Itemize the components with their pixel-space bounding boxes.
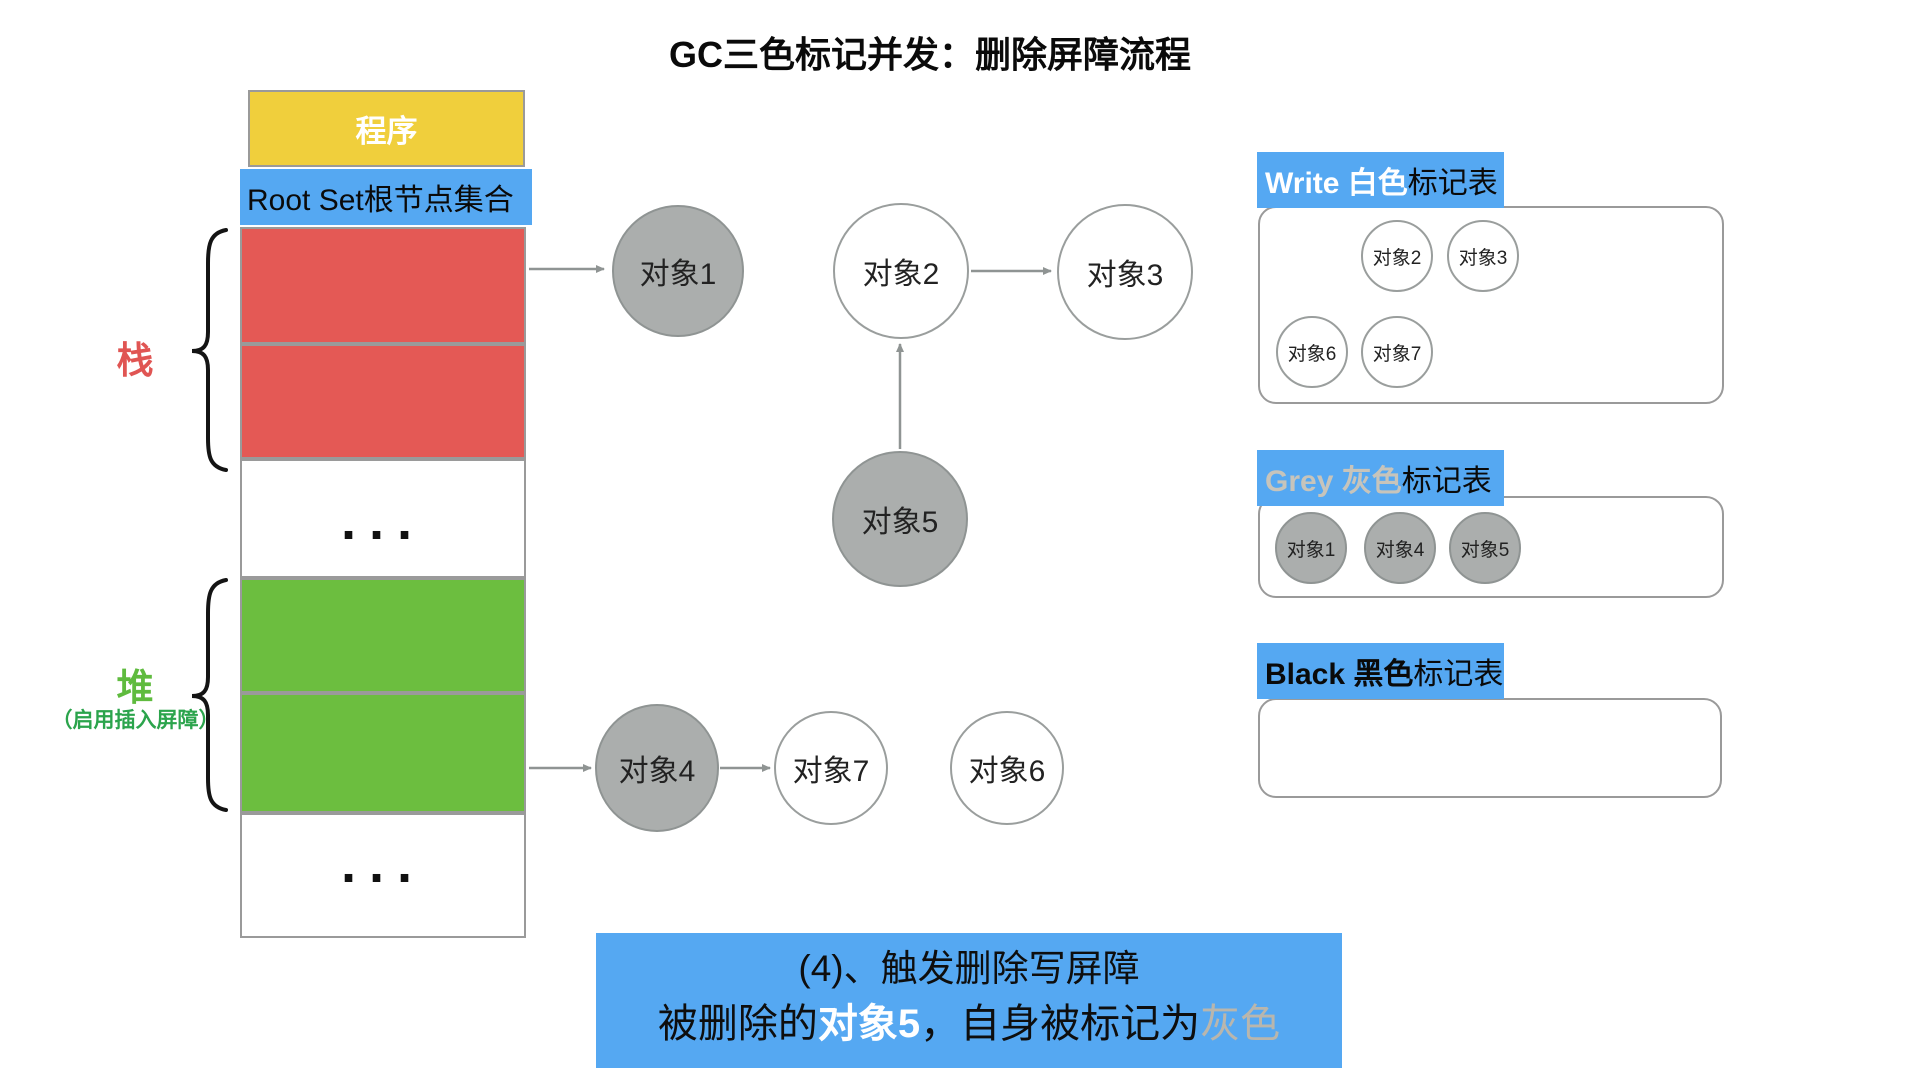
stack-label: 栈 — [116, 340, 154, 381]
heap-slot-2 — [240, 693, 526, 813]
caption-line1: (4)、触发删除写屏障 — [798, 948, 1140, 989]
heap-note: （启用插入屏障） — [51, 709, 220, 732]
heap-slot-1 — [240, 578, 526, 693]
caption-line2-text: 被删除的 — [657, 1002, 818, 1046]
white-table-obj3: 对象3 — [1447, 220, 1519, 292]
heap-brace — [191, 578, 228, 812]
object-circle-7: 对象7 — [774, 711, 888, 825]
black-table-title-en: Black 黑色 — [1265, 658, 1414, 691]
grey-table-header: Grey 灰色标记表 — [1257, 450, 1504, 506]
root-set-bar: Root Set根节点集合 — [240, 169, 532, 225]
grey-table-obj5: 对象5 — [1449, 512, 1521, 584]
stack-slot-2 — [240, 344, 526, 459]
grey-table-title-en: Grey 灰色 — [1265, 465, 1402, 498]
memory-ellipsis-slot-2 — [240, 813, 526, 938]
object-circle-4: 对象4 — [595, 704, 719, 832]
black-table-body — [1258, 698, 1722, 798]
caption-line2: 被删除的对象5，自身被标记为灰色 — [596, 995, 1342, 1053]
white-table-obj2: 对象2 — [1361, 220, 1433, 292]
memory-ellipsis-slot-1 — [240, 459, 526, 578]
white-table-obj7: 对象7 — [1361, 316, 1433, 388]
heap-label: 堆 — [116, 667, 154, 708]
object-circle-1: 对象1 — [612, 205, 744, 337]
caption-line2-text2: ，自身被标记为 — [920, 1002, 1201, 1046]
object-circle-2: 对象2 — [833, 203, 969, 339]
white-table-header: Write 白色标记表 — [1257, 152, 1504, 208]
program-box: 程序 — [248, 90, 525, 167]
grey-table-obj1: 对象1 — [1275, 512, 1347, 584]
ellipsis-1: ··· — [341, 505, 425, 565]
object-circle-6: 对象6 — [950, 711, 1064, 825]
black-table-header: Black 黑色标记表 — [1257, 643, 1504, 699]
white-table-title-zh: 标记表 — [1407, 167, 1498, 200]
grey-table-title-zh: 标记表 — [1401, 465, 1492, 498]
white-table-obj6: 对象6 — [1276, 316, 1348, 388]
stack-slot-1 — [240, 227, 526, 344]
black-table-title-zh: 标记表 — [1413, 658, 1504, 691]
object-circle-3: 对象3 — [1057, 204, 1193, 340]
caption-line2-grey: 灰色 — [1200, 1002, 1281, 1046]
step-caption-box: (4)、触发删除写屏障 被删除的对象5，自身被标记为灰色 — [596, 933, 1342, 1068]
grey-table-obj4: 对象4 — [1364, 512, 1436, 584]
stack-brace — [191, 228, 228, 472]
ellipsis-2: ··· — [341, 848, 425, 908]
caption-line2-obj5: 对象5 — [817, 1002, 921, 1046]
white-table-title-en: Write 白色 — [1265, 167, 1408, 200]
page-title: GC三色标记并发：删除屏障流程 — [668, 34, 1191, 75]
object-circle-5: 对象5 — [832, 451, 968, 587]
